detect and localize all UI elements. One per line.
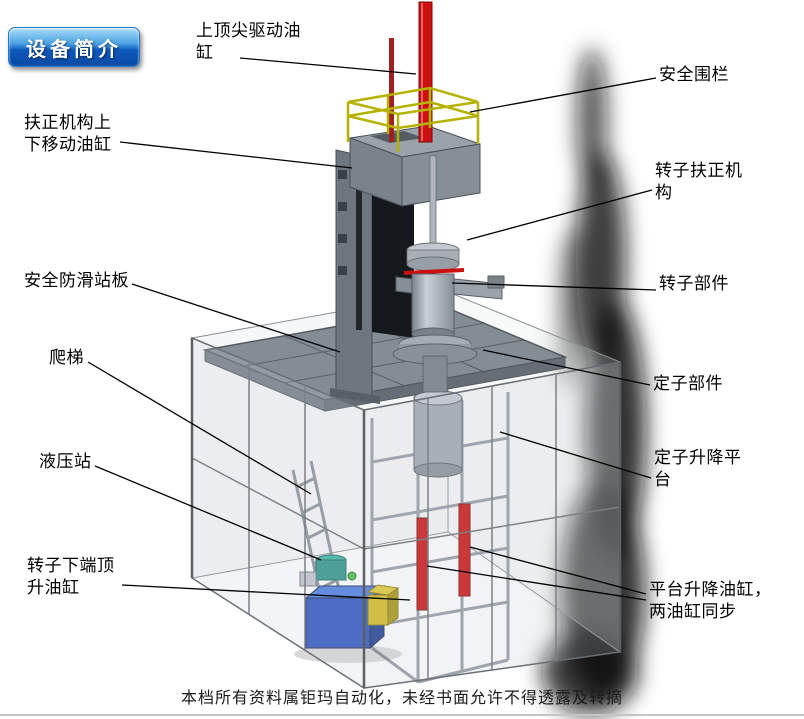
label-antislip-platform: 安全防滑站板 [24, 271, 129, 290]
shadow-smudge [542, 48, 646, 714]
title-badge: 设备简介 [8, 27, 140, 67]
label-stator-component: 定子部件 [653, 374, 723, 393]
stator-column-graphic [413, 390, 463, 478]
footer-note: 本档所有资料属钜玛自动化，未经书面允许不得透露及转摘 [180, 690, 623, 707]
label-rotor-component: 转子部件 [659, 274, 729, 293]
cage-front-walls [190, 336, 622, 690]
label-centralizer-cylinder: 扶正机构上下移动油缸 [24, 113, 112, 155]
label-rotor-jack-cylinder: 转子下端顶升油缸 [27, 556, 115, 598]
label-platform-cylinders: 平台升降油缸，两油缸同步 [649, 580, 772, 622]
rotor-assembly-graphic [392, 155, 505, 393]
bottom-divider [0, 714, 804, 716]
main-column-graphic [330, 149, 414, 404]
safety-fence-graphic [346, 86, 480, 152]
label-safety-fence: 安全围栏 [659, 65, 729, 84]
leader-lines [87, 57, 657, 601]
label-rotor-centralizer: 转子扶正机构 [655, 161, 743, 203]
label-top-cylinder: 上顶尖驱动油缸 [196, 21, 301, 63]
top-crossbeam-graphic [349, 125, 481, 207]
label-stator-platform: 定子升降平台 [654, 448, 742, 490]
label-hydraulic-station: 液压站 [39, 452, 92, 471]
label-ladder: 爬梯 [49, 348, 84, 367]
